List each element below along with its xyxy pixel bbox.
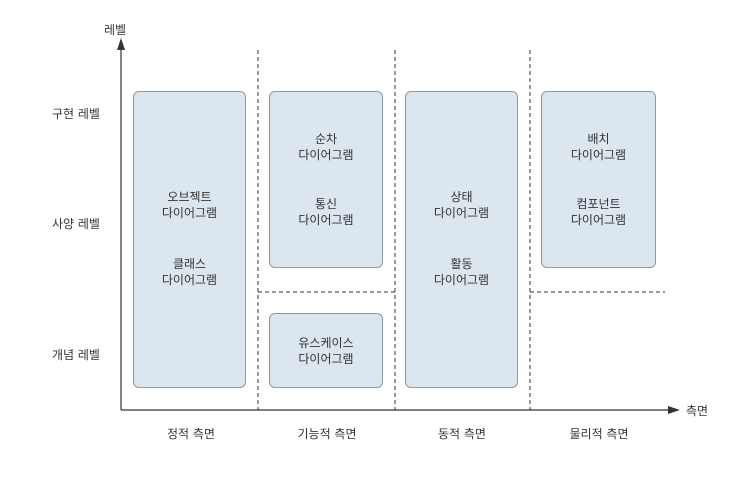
box-item-subtitle: 다이어그램 — [298, 352, 354, 366]
box-item-title: 상태 — [450, 190, 473, 204]
x-axis-arrow-icon — [668, 406, 680, 414]
box-item-state-diagram: 상태 다이어그램 — [406, 189, 517, 221]
level-label-conceptual: 개념 레벨 — [52, 348, 100, 362]
y-axis-label: 레벨 — [104, 23, 127, 37]
box-item-sequence-diagram: 순차 다이어그램 — [270, 131, 382, 163]
box-item-title: 순차 — [314, 132, 338, 146]
box-item-title: 컴포넌트 — [576, 197, 621, 211]
box-functional-upper: 순차 다이어그램 통신 다이어그램 — [269, 91, 383, 268]
aspect-label-physical: 물리적 측면 — [569, 427, 629, 441]
box-item-title: 유스케이스 — [298, 336, 354, 350]
box-item-subtitle: 다이어그램 — [161, 273, 218, 287]
box-functional-lower: 유스케이스 다이어그램 — [269, 313, 383, 388]
level-label-specification: 사양 레벨 — [52, 217, 100, 231]
box-item-subtitle: 다이어그램 — [298, 213, 354, 227]
box-item-subtitle: 다이어그램 — [433, 206, 490, 220]
box-item-title: 통신 — [314, 197, 338, 211]
box-static: 오브젝트 다이어그램 클래스 다이어그램 — [133, 91, 246, 388]
box-item-title: 활동 — [450, 257, 473, 271]
x-axis-label: 측면 — [686, 404, 709, 418]
box-dynamic: 상태 다이어그램 활동 다이어그램 — [405, 91, 518, 388]
box-item-usecase-diagram: 유스케이스 다이어그램 — [270, 335, 382, 367]
box-item-deployment-diagram: 배치 다이어그램 — [542, 131, 655, 163]
box-item-class-diagram: 클래스 다이어그램 — [134, 256, 245, 288]
box-item-activity-diagram: 활동 다이어그램 — [406, 256, 517, 288]
box-item-subtitle: 다이어그램 — [161, 206, 218, 220]
box-item-subtitle: 다이어그램 — [570, 213, 627, 227]
box-item-title: 클래스 — [172, 257, 207, 271]
box-item-title: 오브젝트 — [167, 190, 212, 204]
aspect-label-static: 정적 측면 — [167, 427, 215, 441]
y-axis-arrow-icon — [117, 38, 125, 50]
box-item-subtitle: 다이어그램 — [433, 273, 490, 287]
level-label-implementation: 구현 레벨 — [52, 107, 100, 121]
box-item-communication-diagram: 통신 다이어그램 — [270, 196, 382, 228]
aspect-label-functional: 기능적 측면 — [297, 427, 357, 441]
box-item-subtitle: 다이어그램 — [298, 148, 354, 162]
box-physical: 배치 다이어그램 컴포넌트 다이어그램 — [541, 91, 656, 268]
box-item-title: 배치 — [587, 132, 610, 146]
box-item-component-diagram: 컴포넌트 다이어그램 — [542, 196, 655, 228]
box-item-object-diagram: 오브젝트 다이어그램 — [134, 189, 245, 221]
box-item-subtitle: 다이어그램 — [570, 148, 627, 162]
aspect-label-dynamic: 동적 측면 — [438, 427, 486, 441]
